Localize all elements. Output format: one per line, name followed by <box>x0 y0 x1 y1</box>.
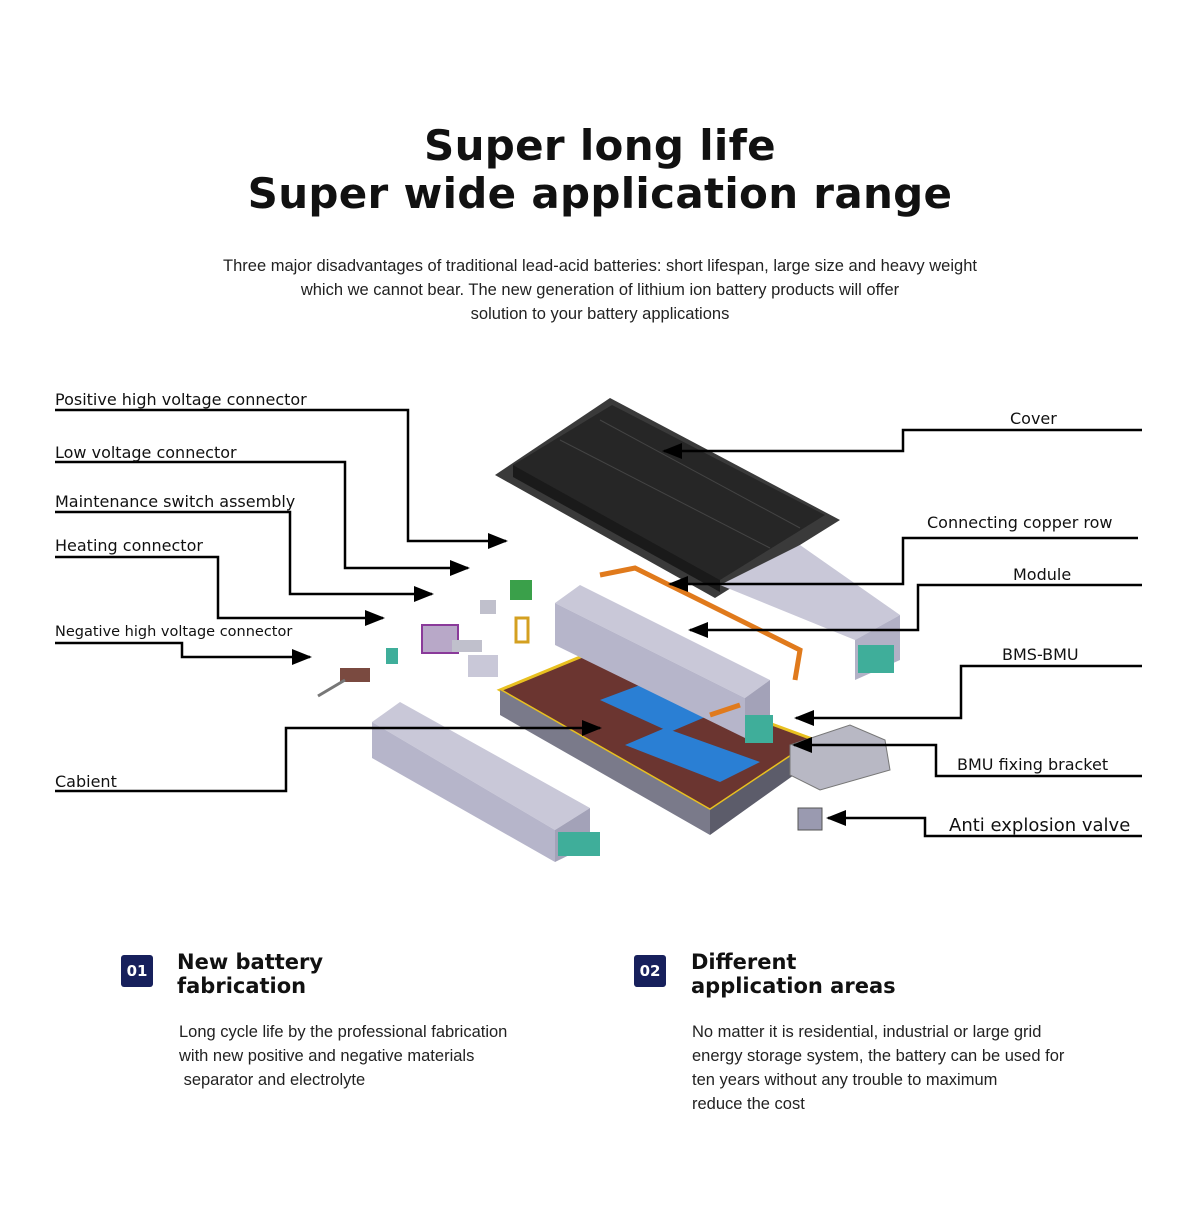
intro-text-line-3: solution to your battery applications <box>470 305 730 323</box>
leader-copper-row <box>668 536 1138 592</box>
label-cabinet: Cabient <box>55 772 117 791</box>
label-low-voltage: Low voltage connector <box>55 443 237 462</box>
label-heating: Heating connector <box>55 536 203 555</box>
feature-02-text-line-4: reduce the cost <box>692 1095 805 1113</box>
label-copper-row: Connecting copper row <box>927 513 1113 532</box>
module-center <box>555 585 773 743</box>
leader-bmu-bracket <box>792 737 1142 778</box>
label-bms-bmu: BMS-BMU <box>1002 645 1079 664</box>
cover-part <box>495 398 840 598</box>
leader-heating <box>55 555 385 626</box>
label-negative-hv: Negative high voltage connector <box>55 624 292 640</box>
intro-text-line-2: which we cannot bear. The new generation… <box>300 281 900 299</box>
label-positive-hv: Positive high voltage connector <box>55 390 307 409</box>
copper-row-part <box>599 565 803 718</box>
feature-01-text-line-3: separator and electrolyte <box>179 1071 366 1089</box>
page-title-line-1: Super long life <box>424 121 776 170</box>
leader-negative-hv <box>55 641 312 665</box>
leader-explosion-valve <box>826 810 1142 838</box>
feature-01-title-line-1: New battery <box>177 950 324 974</box>
leader-bms-bmu <box>794 664 1142 726</box>
feature-02-text-line-2: energy storage system, the battery can b… <box>692 1047 1065 1065</box>
feature-01-text-line-1: Long cycle life by the professional fabr… <box>179 1023 508 1041</box>
feature-01-badge: 01 <box>121 955 153 987</box>
leader-positive-hv <box>55 408 508 549</box>
feature-02-title-line-1: Different <box>691 950 797 974</box>
connector-parts <box>317 580 532 698</box>
label-cover: Cover <box>1010 409 1057 428</box>
intro-text-line-1: Three major disadvantages of traditional… <box>223 257 977 275</box>
leader-cover <box>662 428 1142 459</box>
label-module: Module <box>1013 565 1071 584</box>
label-bmu-bracket: BMU fixing bracket <box>957 755 1108 774</box>
explosion-valve-part <box>797 807 823 831</box>
feature-01-text-line-2: with new positive and negative materials <box>179 1047 475 1065</box>
feature-02-badge: 02 <box>634 955 666 987</box>
feature-02-text-line-3: ten years without any trouble to maximum <box>692 1071 998 1089</box>
label-maintenance-switch: Maintenance switch assembly <box>55 492 295 511</box>
module-front-left <box>372 702 600 862</box>
bmu-bracket-part <box>789 724 891 791</box>
leader-low-voltage <box>55 460 470 576</box>
leader-cabinet <box>55 720 602 793</box>
feature-02-text-line-1: No matter it is residential, industrial … <box>692 1023 1042 1041</box>
feature-01-title-line-2: fabrication <box>177 974 307 998</box>
page-title-line-2: Super wide application range <box>247 169 953 218</box>
leader-module <box>688 583 1142 638</box>
feature-02-title-line-2: application areas <box>691 974 896 998</box>
label-explosion-valve: Anti explosion valve <box>949 815 1130 836</box>
battery-exploded-diagram: Positive high voltage connector Low volt… <box>55 390 1142 862</box>
leader-maintenance-switch <box>55 510 434 602</box>
